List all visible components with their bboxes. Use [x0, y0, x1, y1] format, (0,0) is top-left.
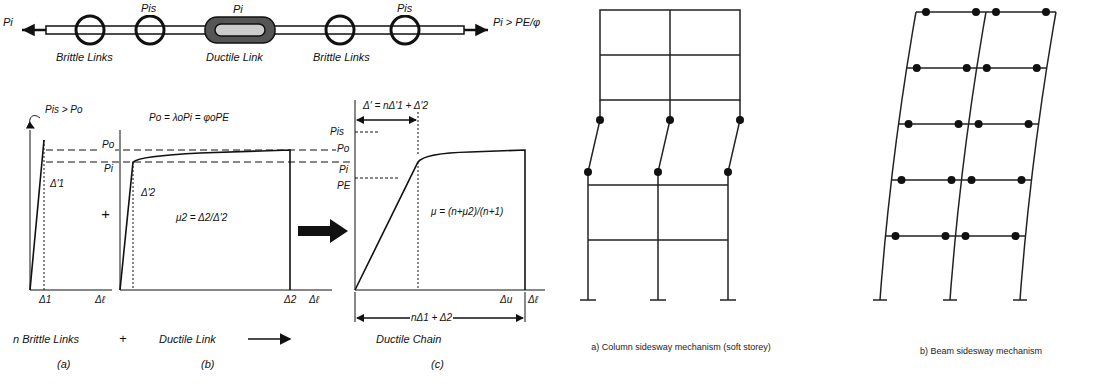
axis-label: Δℓ [94, 294, 106, 306]
frame-member [873, 299, 887, 301]
axis-label: Δℓ [527, 294, 539, 306]
load-label: Pi [2, 16, 14, 29]
caption: b) Beam sidesway mechanism [880, 346, 1082, 357]
plastic-hinge [992, 8, 1000, 16]
plastic-hinge [962, 232, 970, 240]
plastic-hinge [905, 120, 913, 128]
plastic-hinge [972, 8, 980, 16]
plastic-hinge [968, 176, 976, 184]
frame-member [1020, 12, 1056, 300]
part-name: Ductile Link [158, 333, 217, 346]
part-name: Brittle Links [55, 51, 114, 64]
axis-label: Po [336, 143, 350, 155]
axis-label: PE [336, 180, 351, 192]
plastic-hinge [975, 120, 983, 128]
dimension-label: Δ' = nΔ'1 + Δ'2 [362, 100, 429, 112]
frame-member [916, 11, 1056, 13]
axis-label: Δ1 [38, 294, 52, 306]
part-name: Ductile Link [205, 51, 264, 64]
strength-label: Pis > Po [44, 104, 84, 116]
panel-letter: (a) [56, 358, 71, 371]
part-name: Brittle Links [312, 51, 371, 64]
plus-sign: + [118, 331, 128, 346]
part-name: Ductile Chain [375, 333, 442, 346]
plastic-hinge [955, 120, 963, 128]
graph-a [30, 116, 112, 290]
frame-member [899, 123, 1039, 125]
ductility-label: μ2 = Δ2/Δ'2 [175, 212, 228, 224]
graph-b [120, 130, 332, 290]
small-arrow [248, 338, 290, 340]
link-strength: Pis [396, 2, 413, 15]
plastic-hinge [913, 64, 921, 72]
plus-sign: + [100, 205, 111, 222]
plastic-hinge [948, 176, 956, 184]
ductility-label: μ = (n+μ2)/(n+1) [430, 206, 504, 218]
dimension-label: nΔ1 + Δ2 [410, 312, 453, 324]
link-strength: Pi [232, 3, 244, 16]
graph-c [355, 100, 545, 322]
caption: a) Column sidesway mechanism (soft store… [590, 342, 772, 353]
axis-label: Δ'2 [140, 187, 156, 199]
frame-member [880, 12, 916, 300]
axis-label: Δℓ [308, 294, 320, 306]
axis-label: Pi [103, 163, 114, 175]
plastic-hinge [892, 232, 900, 240]
axis-label: Δ'1 [49, 178, 65, 190]
plastic-hinge [898, 176, 906, 184]
axis-label: Δ2 [283, 294, 297, 306]
axis-label: Δu [499, 294, 513, 306]
big-arrow [298, 219, 348, 243]
frame-member [886, 235, 1026, 237]
plastic-hinge [1012, 232, 1020, 240]
frame-member [950, 12, 986, 300]
load-label: Pi > PE/φ [492, 16, 541, 29]
frame-member [907, 67, 1047, 69]
frame-beam-sidesway [873, 8, 1056, 300]
frame-column-sidesway [580, 10, 744, 300]
plastic-hinge [1042, 8, 1050, 16]
part-name: n Brittle Links [12, 333, 80, 346]
plastic-hinge [1025, 120, 1033, 128]
frame-member [1013, 299, 1027, 301]
panel-letter: (b) [200, 358, 215, 371]
plastic-hinge [983, 64, 991, 72]
level-dashes [46, 150, 352, 162]
panel-letter: (c) [430, 358, 445, 371]
plastic-hinge [1018, 176, 1026, 184]
plastic-hinge [942, 232, 950, 240]
plastic-hinge [922, 8, 930, 16]
plastic-hinge [1033, 64, 1041, 72]
strength-label: Po = λoPi = φoPE [148, 112, 230, 124]
chain [22, 16, 488, 44]
axis-label: Po [101, 139, 115, 151]
plastic-hinge [963, 64, 971, 72]
axis-label: Pi [338, 164, 349, 176]
link-strength: Pis [140, 2, 157, 15]
frame-member [892, 179, 1032, 181]
axis-label: Pis [329, 126, 345, 138]
frame-member [943, 299, 957, 301]
